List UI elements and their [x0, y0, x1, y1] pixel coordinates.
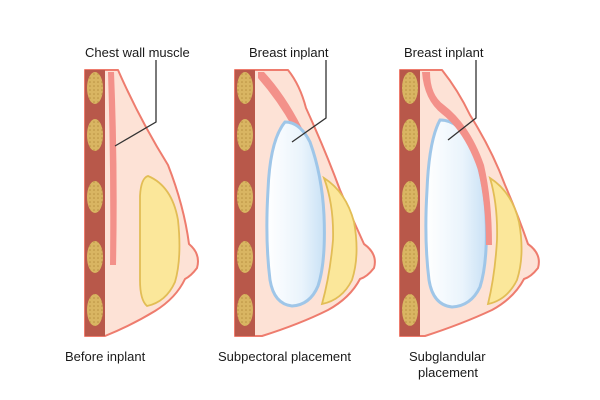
panel-subglandular-placement: Breast inplant Subglandular placement — [399, 45, 540, 380]
mammary-gland — [486, 175, 523, 306]
ribs — [402, 72, 418, 326]
callout-leader-line — [447, 60, 477, 141]
chest-wall-muscle — [422, 72, 492, 245]
mammary-gland — [320, 175, 358, 306]
callout-label: Breast inplant — [404, 45, 484, 60]
chest-wall-muscle — [258, 72, 322, 205]
callout-label: Breast inplant — [249, 45, 329, 60]
ribs — [237, 72, 253, 326]
callout-leader-line — [114, 60, 157, 147]
mammary-gland — [139, 175, 181, 307]
panel-caption-line-1: Subglandular — [409, 349, 486, 364]
ribs — [87, 72, 103, 326]
panel-caption: Subpectoral placement — [218, 349, 351, 364]
panel-subpectoral-placement: Breast inplant Subpectoral placement — [218, 45, 376, 364]
callout-leader-line — [291, 60, 327, 143]
panel-caption: Before inplant — [65, 349, 146, 364]
panel-before-implant: Chest wall muscle Before inplant — [65, 45, 199, 364]
chest-wall-muscle — [108, 72, 117, 265]
panel-caption-line-2: placement — [418, 365, 478, 380]
breast-implant — [265, 120, 326, 308]
callout-label: Chest wall muscle — [85, 45, 190, 60]
